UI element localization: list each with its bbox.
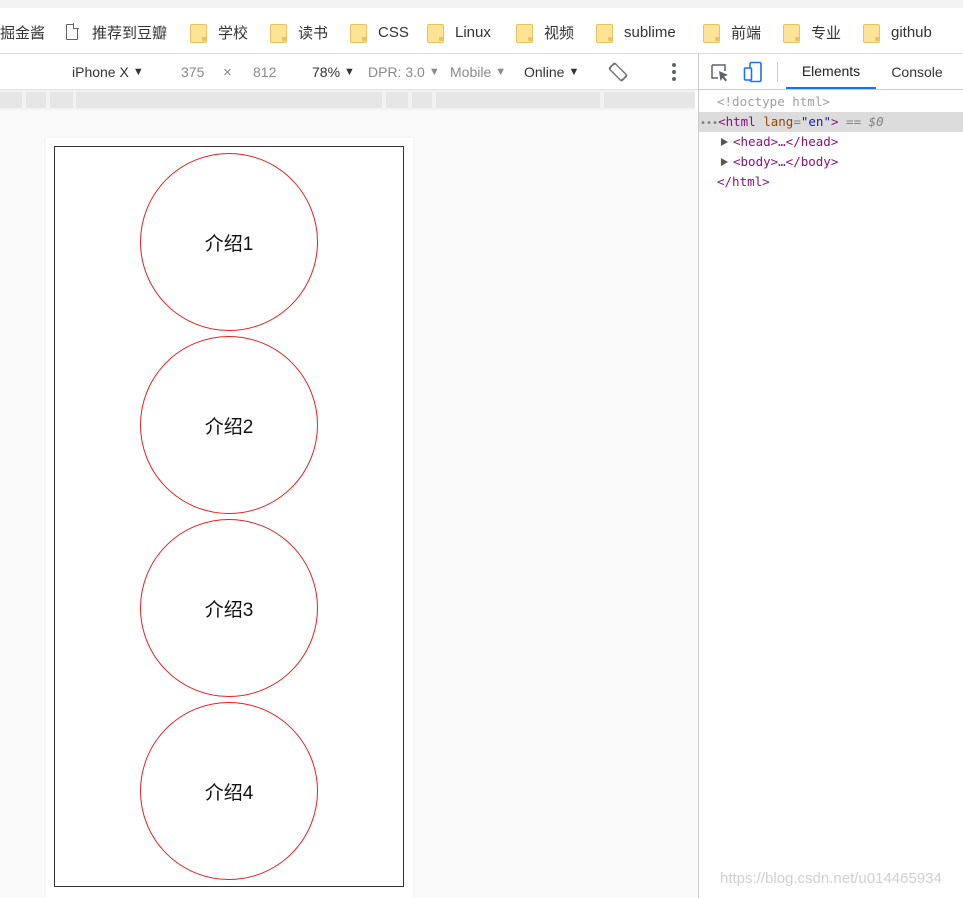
bookmark-label: Linux [455,23,491,41]
bookmark-label: github [891,23,932,41]
folder-icon [596,23,613,43]
watermark: https://blog.csdn.net/u014465934 [720,870,942,887]
folder-icon [783,23,800,43]
dpr-value: DPR: 3.0 [368,64,425,80]
dom-body-node[interactable]: <body>…</body> [721,152,838,172]
bookmark-label: 推荐到豆瓣 [92,24,168,42]
device-toolbar: iPhone X ▼ 375 × 812 78% ▼ DPR: 3.0 ▼ Mo… [0,54,698,90]
intro-circle-4: 介绍4 [140,702,318,880]
bookmark-label: 前端 [731,24,762,42]
folder-icon [427,23,444,43]
caret-down-icon: ▼ [132,66,144,78]
bookmark-juejin[interactable]: 掘金酱 [0,20,45,44]
media-query-ruler[interactable] [0,90,695,110]
bookmark-folder-frontend[interactable]: 前端 [703,20,761,44]
folder-icon [270,23,287,43]
dom-html-node-selected[interactable]: •••<html lang="en"> == $0 [699,112,963,132]
device-toolbar-toggle-icon[interactable] [743,61,763,83]
more-options-icon[interactable] [670,62,678,82]
bookmark-folder-github[interactable]: github [863,20,932,44]
dom-head-node[interactable]: <head>…</head> [721,132,838,152]
page-icon [66,23,79,40]
folder-icon [703,23,720,43]
ellipsis-icon: ••• [700,118,719,129]
bookmark-folder-major[interactable]: 专业 [783,20,841,44]
bookmark-label: CSS [378,23,409,41]
folder-icon [863,23,880,43]
inspect-element-icon[interactable] [710,63,730,83]
caret-down-icon: ▼ [568,66,580,78]
folder-icon [516,23,533,43]
bookmark-label: sublime [624,23,676,41]
bookmark-folder-school[interactable]: 学校 [190,20,248,44]
bookmarks-bar: 掘金酱 推荐到豆瓣 学校 读书 CSS Linux 视频 sublime 前端 … [0,0,963,54]
tab-elements[interactable]: Elements [786,54,876,89]
caret-down-icon: ▼ [344,66,355,78]
intro-circle-2: 介绍2 [140,336,318,514]
dpr-select[interactable]: DPR: 3.0 ▼ [368,63,440,81]
bookmark-folder-reading[interactable]: 读书 [270,20,328,44]
zoom-select[interactable]: 78% ▼ [312,63,355,81]
height-input[interactable]: 812 [253,64,277,80]
bookmark-folder-sublime[interactable]: sublime [596,20,676,44]
tab-strip-edge [0,0,963,8]
zoom-value: 78% [312,64,341,80]
tab-console[interactable]: Console [891,63,943,80]
bookmark-label: 读书 [298,24,329,42]
mode-value: Mobile [450,64,492,80]
bookmark-label: 学校 [218,24,249,42]
rotate-icon[interactable] [607,61,629,83]
bookmark-douban[interactable]: 推荐到豆瓣 [66,20,167,44]
bookmark-folder-video[interactable]: 视频 [516,20,574,44]
expand-triangle-icon[interactable] [721,158,728,166]
bookmark-folder-css[interactable]: CSS [350,20,409,44]
dom-html-close[interactable]: </html> [717,174,770,189]
folder-icon [350,23,367,43]
bookmark-label: 专业 [811,24,842,42]
expand-triangle-icon[interactable] [721,138,728,146]
width-input[interactable]: 375 [181,64,205,80]
intro-circle-3: 介绍3 [140,519,318,697]
bookmark-label: 掘金酱 [0,24,46,42]
intro-circle-1: 介绍1 [140,153,318,331]
device-select[interactable]: iPhone X ▼ [72,63,144,81]
mode-select[interactable]: Mobile ▼ [450,63,506,81]
bookmark-folder-linux[interactable]: Linux [427,20,491,44]
folder-icon [190,23,207,43]
bookmark-label: 视频 [544,24,575,42]
caret-down-icon: ▼ [428,66,440,78]
devtools-tabbar: Elements Console [699,54,963,90]
devtools-panel: Elements Console <!doctype html> •••<htm… [698,54,963,898]
network-select[interactable]: Online ▼ [524,63,579,81]
device-name: iPhone X [72,64,129,80]
caret-down-icon: ▼ [495,66,507,78]
tab-separator [777,62,778,82]
times-icon: × [223,63,232,81]
network-value: Online [524,64,565,80]
dom-doctype[interactable]: <!doctype html> [717,94,830,109]
